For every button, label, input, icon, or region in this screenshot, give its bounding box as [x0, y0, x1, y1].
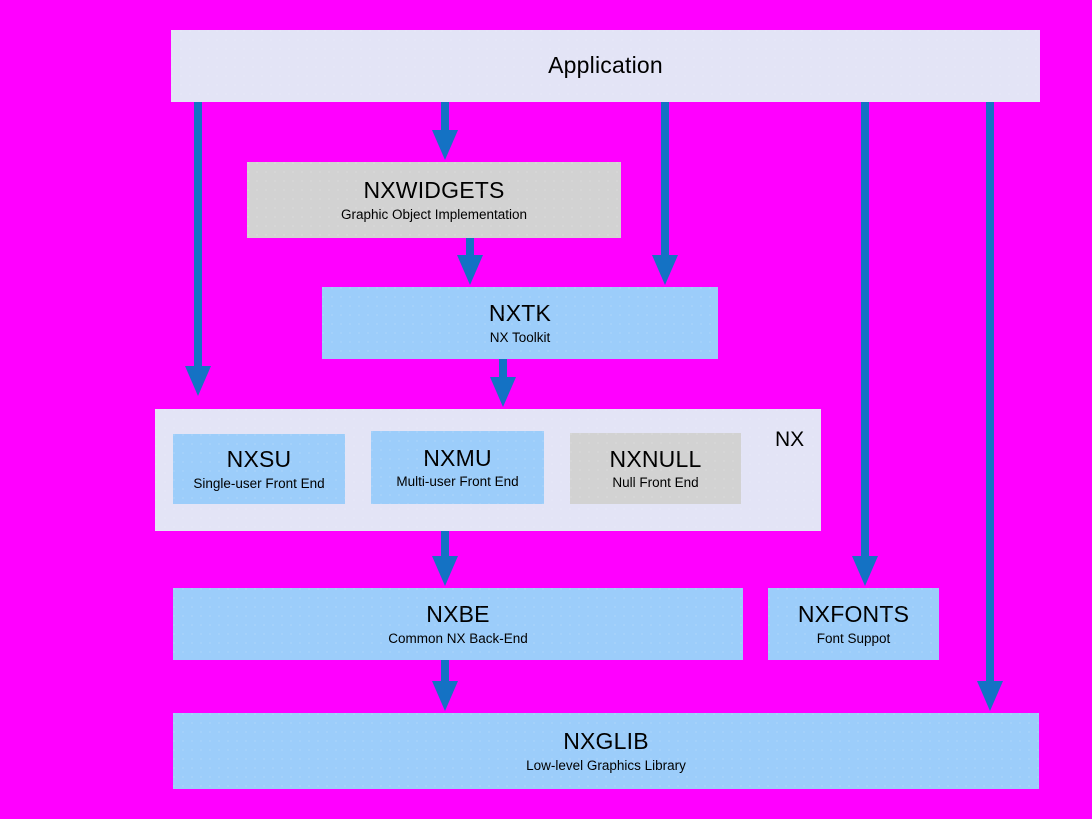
arrow-head-icon	[852, 556, 878, 586]
arrow-head-icon	[185, 366, 211, 396]
node-nxglib-title: NXGLIB	[563, 728, 649, 755]
arrow-shaft	[466, 238, 474, 257]
arrow-head-icon	[432, 681, 458, 711]
node-nxsu-title: NXSU	[226, 446, 292, 473]
arrow-nxbe-to-nxglib	[432, 660, 458, 711]
arrow-shaft	[661, 102, 669, 257]
arrow-head-icon	[457, 255, 483, 285]
node-nxsu-subtitle: Single-user Front End	[193, 475, 325, 491]
node-nxmu-title: NXMU	[423, 444, 492, 471]
node-nxtk-subtitle: NX Toolkit	[489, 329, 551, 345]
node-nxwidgets-subtitle: Graphic Object Implementation	[340, 206, 528, 222]
node-nxtk-title: NXTK	[488, 300, 552, 327]
arrow-head-icon	[490, 377, 516, 407]
arrow-shaft	[499, 359, 507, 379]
node-nxnull-title: NXNULL	[609, 445, 702, 472]
arrow-shaft	[441, 660, 449, 683]
node-nxmu-subtitle: Multi-user Front End	[396, 474, 519, 490]
arrow-shaft	[441, 102, 449, 132]
node-nxfonts-subtitle: Font Suppot	[816, 630, 891, 646]
node-nxtk[interactable]: NXTK NX Toolkit	[322, 287, 718, 359]
arrow-head-icon	[652, 255, 678, 285]
arrow-nxtk-to-nx	[490, 359, 516, 407]
node-application[interactable]: Application	[171, 30, 1040, 102]
arrow-application-to-nxwidgets	[432, 102, 458, 160]
node-nxwidgets-title: NXWIDGETS	[363, 177, 505, 204]
arrow-head-icon	[432, 130, 458, 160]
node-nxmu[interactable]: NXMU Multi-user Front End	[371, 431, 544, 504]
node-nxbe[interactable]: NXBE Common NX Back-End	[173, 588, 743, 660]
nx-group-label: NX	[775, 428, 805, 451]
arrow-nxwidgets-to-nxtk	[457, 238, 483, 285]
node-nxnull-subtitle: Null Front End	[612, 475, 699, 491]
arrow-application-to-nxfonts	[852, 102, 878, 586]
node-nxbe-subtitle: Common NX Back-End	[388, 630, 528, 646]
arrow-shaft	[986, 102, 994, 683]
arrow-head-icon	[977, 681, 1003, 711]
node-nxfonts[interactable]: NXFONTS Font Suppot	[768, 588, 939, 660]
arrow-application-to-nxglib	[977, 102, 1003, 711]
node-application-title: Application	[548, 52, 663, 79]
arrow-shaft	[861, 102, 869, 558]
arrow-application-to-nx	[185, 102, 211, 396]
node-nxfonts-title: NXFONTS	[797, 601, 910, 628]
node-nxglib[interactable]: NXGLIB Low-level Graphics Library	[173, 713, 1039, 789]
node-nxnull[interactable]: NXNULL Null Front End	[570, 433, 741, 504]
node-nxsu[interactable]: NXSU Single-user Front End	[173, 434, 345, 504]
arrow-nx-to-nxbe	[432, 531, 458, 586]
arrow-shaft	[441, 531, 449, 558]
arrow-head-icon	[432, 556, 458, 586]
node-nxbe-title: NXBE	[426, 601, 490, 628]
arrow-application-to-nxtk	[652, 102, 678, 285]
node-nxwidgets[interactable]: NXWIDGETS Graphic Object Implementation	[247, 162, 621, 238]
arrow-shaft	[194, 102, 202, 368]
node-nxglib-subtitle: Low-level Graphics Library	[526, 757, 686, 773]
